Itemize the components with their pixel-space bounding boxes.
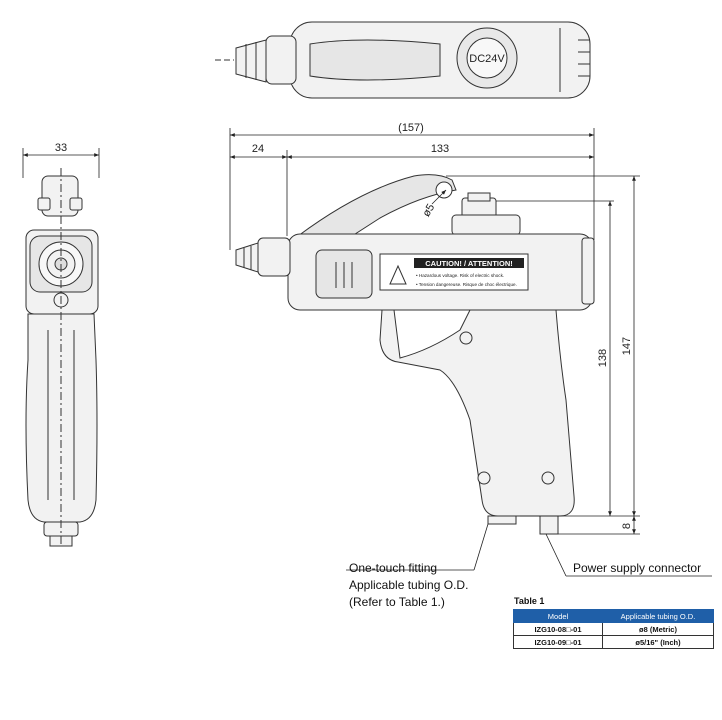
dim-connector-height: 8 bbox=[621, 523, 633, 529]
dim-side-width: 33 bbox=[55, 142, 67, 154]
fitting-callout: One-touch fitting Applicable tubing O.D.… bbox=[349, 560, 468, 611]
table-title: Table 1 bbox=[514, 596, 545, 606]
side-view bbox=[235, 174, 595, 535]
header-model: Model bbox=[513, 609, 603, 623]
fitting-callout-line1: One-touch fitting bbox=[349, 561, 438, 575]
dim-overall-length: (157) bbox=[398, 122, 424, 134]
power-connector-callout: Power supply connector bbox=[573, 561, 702, 575]
table-row: IZG10-08□-01 ø8 (Metric) bbox=[513, 622, 714, 636]
fitting-callout-line2: Applicable tubing O.D. bbox=[349, 578, 469, 592]
dim-overall-height: 147 bbox=[621, 337, 633, 355]
header-od: Applicable tubing O.D. bbox=[602, 609, 714, 623]
caution-line2: • Tension dangereuse. Risque de choc éle… bbox=[416, 282, 517, 287]
dimension-labels: 33 (157) 24 133 ø5 138 147 8 bbox=[55, 122, 633, 529]
caution-label-plate: CAUTION! / ATTENTION! • Hazardous voltag… bbox=[414, 258, 524, 287]
cell-model: IZG10-08□-01 bbox=[513, 622, 603, 636]
table-row: IZG10-09□-01 ø5/16" (Inch) bbox=[513, 635, 714, 649]
cell-od: ø5/16" (Inch) bbox=[602, 635, 714, 649]
tubing-table: Model Applicable tubing O.D. IZG10-08□-0… bbox=[513, 609, 714, 649]
cell-od: ø8 (Metric) bbox=[602, 622, 714, 636]
dim-tube-dia: ø5 bbox=[420, 202, 437, 219]
caution-title: CAUTION! / ATTENTION! bbox=[425, 259, 513, 268]
fitting-callout-line3: (Refer to Table 1.) bbox=[349, 595, 445, 609]
caution-line1: • Hazardous voltage. Risk of electric sh… bbox=[416, 273, 504, 278]
top-view: DC24V bbox=[215, 21, 591, 99]
svg-text:DC24V: DC24V bbox=[469, 53, 505, 65]
dimension-lines bbox=[22, 128, 712, 577]
cell-model: IZG10-09□-01 bbox=[513, 635, 603, 649]
dim-nozzle-length: 24 bbox=[252, 143, 264, 155]
front-view bbox=[25, 168, 99, 547]
dim-grip-height: 138 bbox=[597, 349, 609, 367]
dim-body-length: 133 bbox=[431, 143, 449, 155]
table-header-row: Model Applicable tubing O.D. bbox=[513, 609, 714, 623]
